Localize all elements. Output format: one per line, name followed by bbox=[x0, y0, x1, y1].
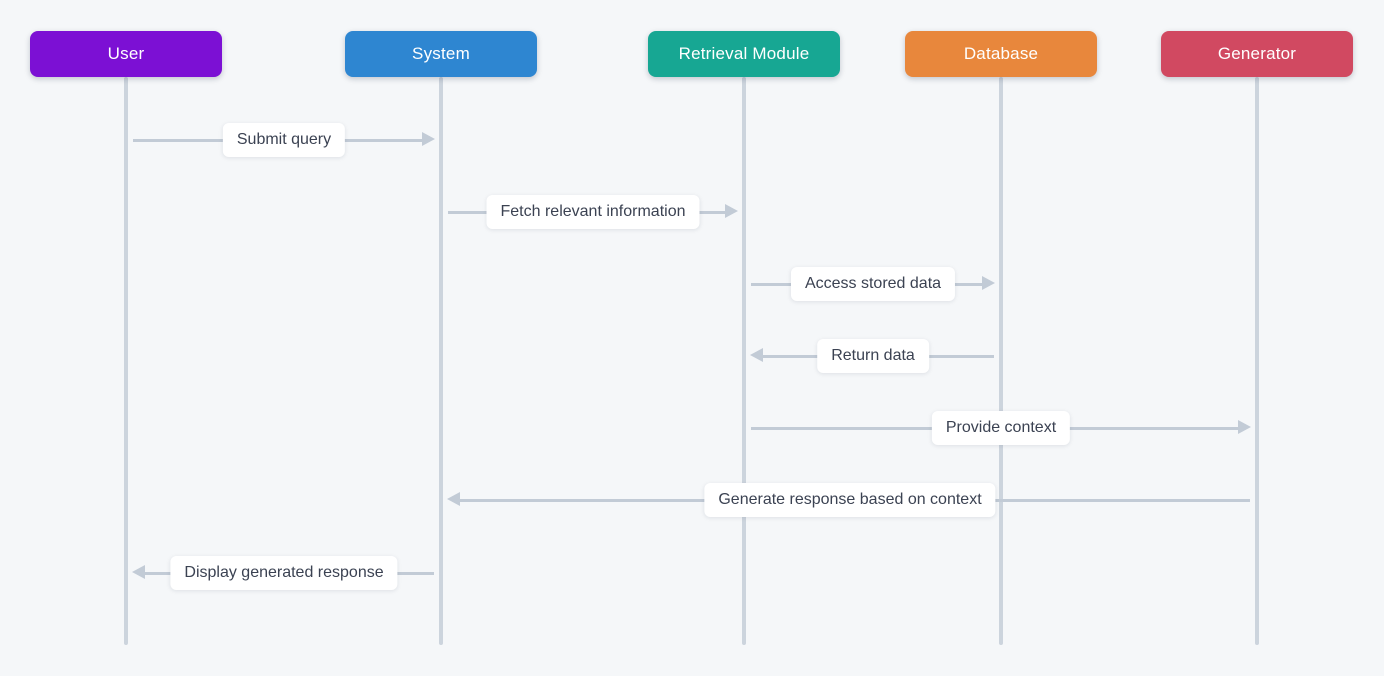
lifeline-user bbox=[124, 77, 128, 645]
lifeline-retrieval-module bbox=[742, 77, 746, 645]
message-label-access-stored-data: Access stored data bbox=[790, 267, 956, 301]
actor-label: Retrieval Module bbox=[678, 44, 810, 63]
actor-label: Database bbox=[963, 44, 1039, 63]
arrowhead-icon bbox=[982, 276, 995, 290]
actor-label: User bbox=[107, 44, 145, 63]
message-label-display-generated-response: Display generated response bbox=[170, 556, 398, 590]
actor-label: System bbox=[412, 44, 470, 63]
lifeline-system bbox=[439, 77, 443, 645]
message-label-return-data: Return data bbox=[817, 339, 929, 373]
message-label-generate-response-based-on-context: Generate response based on context bbox=[704, 483, 996, 517]
actor-box-system: System bbox=[345, 31, 537, 77]
message-label-fetch-relevant-information: Fetch relevant information bbox=[486, 195, 700, 229]
actor-label: Generator bbox=[1217, 44, 1297, 63]
arrowhead-icon bbox=[750, 348, 763, 362]
arrowhead-icon bbox=[725, 204, 738, 218]
arrowhead-icon bbox=[132, 565, 145, 579]
lifeline-generator bbox=[1255, 77, 1259, 645]
message-label-provide-context: Provide context bbox=[931, 411, 1071, 445]
arrowhead-icon bbox=[1238, 420, 1251, 434]
actor-box-database: Database bbox=[905, 31, 1097, 77]
arrowhead-icon bbox=[447, 492, 460, 506]
actor-box-generator: Generator bbox=[1161, 31, 1353, 77]
arrowhead-icon bbox=[422, 132, 435, 146]
actor-box-user: User bbox=[30, 31, 222, 77]
actor-box-retrieval-module: Retrieval Module bbox=[648, 31, 840, 77]
lifeline-database bbox=[999, 77, 1003, 645]
message-label-submit-query: Submit query bbox=[222, 123, 346, 157]
